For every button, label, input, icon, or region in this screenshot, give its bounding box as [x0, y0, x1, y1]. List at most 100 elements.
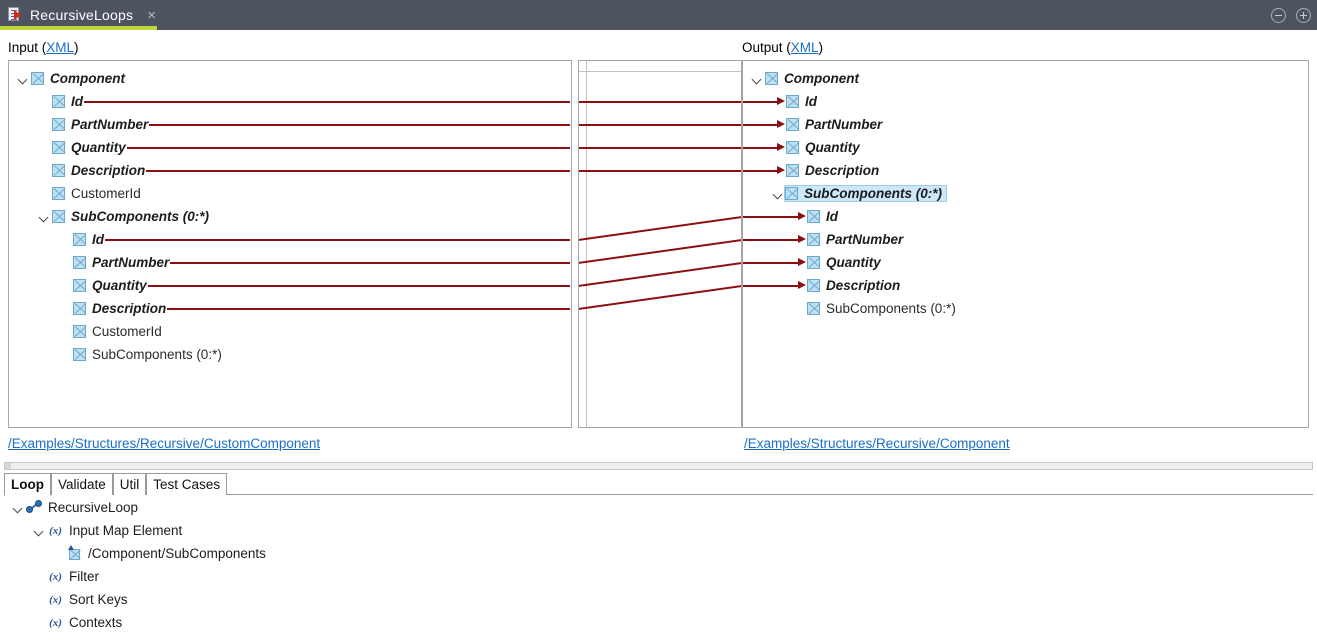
loop-tree-row[interactable]: (x)Filter: [0, 565, 99, 588]
tab-util[interactable]: Util: [112, 473, 147, 495]
input-tree-row-label: SubComponents (0:*): [92, 347, 222, 362]
editor-tab-recursiveloops[interactable]: RecursiveLoops ×: [0, 0, 157, 30]
chevron-down-icon[interactable]: [31, 523, 47, 539]
mapping-arrow-line: [743, 238, 799, 241]
active-tab-indicator: [0, 26, 157, 30]
input-panel-label: Input (XML): [8, 40, 79, 55]
mapping-line-segment: [126, 146, 570, 149]
tab-validate[interactable]: Validate: [51, 473, 113, 495]
mapping-arrow-head-icon: [798, 212, 806, 220]
maximize-icon[interactable]: [1296, 7, 1311, 23]
chevron-down-icon[interactable]: [36, 209, 52, 225]
input-tree-row-label: CustomerId: [92, 324, 162, 339]
tab-test-cases[interactable]: Test Cases: [146, 473, 228, 495]
output-row-content: Id: [786, 94, 817, 109]
output-tree-row-label: Description: [805, 163, 880, 178]
editor-tab-label: RecursiveLoops: [30, 7, 134, 23]
input-tree-row[interactable]: Quantity: [9, 274, 570, 297]
input-tree-row[interactable]: Component: [9, 67, 125, 90]
output-row-content: Description: [786, 163, 879, 178]
output-tree-row[interactable]: SubComponents (0:*): [743, 297, 956, 320]
output-tree-row-label: PartNumber: [826, 232, 904, 247]
function-fx-icon: (x): [49, 524, 62, 537]
output-tree-row[interactable]: Quantity: [743, 136, 860, 159]
mapping-connector-line[interactable]: [579, 169, 741, 172]
input-xml-link[interactable]: XML: [46, 40, 75, 55]
output-tree-row[interactable]: Component: [743, 67, 859, 90]
chevron-down-icon[interactable]: [15, 71, 31, 87]
output-tree-row[interactable]: Quantity: [743, 251, 881, 274]
output-row-content: Component: [765, 71, 859, 86]
mapping-arrow-head-icon: [777, 166, 785, 174]
chevron-down-icon[interactable]: [10, 500, 26, 516]
chevron-down-icon[interactable]: [749, 71, 765, 87]
tab-loop[interactable]: Loop: [4, 473, 51, 496]
input-tree-row[interactable]: SubComponents (0:*): [9, 343, 222, 366]
loop-tree-row[interactable]: /Component/SubComponents: [0, 542, 266, 565]
output-label-close-paren: ): [818, 40, 824, 55]
xml-element-icon: [786, 141, 799, 154]
input-tree-row[interactable]: CustomerId: [9, 182, 141, 205]
output-xml-link[interactable]: XML: [790, 40, 819, 55]
input-tree-row[interactable]: Quantity: [9, 136, 570, 159]
loop-tree-row-label: /Component/SubComponents: [88, 546, 266, 561]
output-tree-row-label: Quantity: [805, 140, 860, 155]
chevron-down-icon[interactable]: [770, 186, 786, 202]
mapping-line-segment: [147, 284, 570, 287]
xml-element-icon: [786, 164, 799, 177]
output-tree-row[interactable]: Description: [743, 159, 879, 182]
input-tree-row-label: PartNumber: [92, 255, 170, 270]
output-row-content: Quantity: [807, 255, 881, 270]
mapping-arrow-head-icon: [777, 120, 785, 128]
mapping-connector-line[interactable]: [579, 146, 741, 149]
xml-element-icon: [765, 72, 778, 85]
input-tree-row[interactable]: PartNumber: [9, 251, 570, 274]
mapping-grid-panel[interactable]: [578, 60, 742, 428]
loop-tree-row[interactable]: (x)Input Map Element: [0, 519, 182, 542]
output-tree-row[interactable]: SubComponents (0:*): [743, 182, 947, 205]
input-structure-path-link[interactable]: /Examples/Structures/Recursive/CustomCom…: [8, 436, 321, 451]
xml-element-icon: [785, 187, 798, 200]
mapping-line-segment: [167, 307, 570, 310]
xml-element-icon: [73, 325, 86, 338]
input-label-close-paren: ): [74, 40, 79, 55]
input-tree-row-label: Id: [71, 94, 83, 109]
output-tree-row[interactable]: PartNumber: [743, 113, 882, 136]
input-tree-row-label: PartNumber: [71, 117, 149, 132]
minimize-icon[interactable]: [1271, 7, 1286, 23]
tab-label: Test Cases: [153, 477, 221, 492]
input-tree-row[interactable]: CustomerId: [9, 320, 162, 343]
mapping-connector-line[interactable]: [579, 100, 741, 103]
mapping-line-segment: [149, 123, 570, 126]
loop-icon: [26, 500, 43, 515]
input-tree-row[interactable]: Description: [9, 159, 570, 182]
xml-element-icon: [807, 233, 820, 246]
horizontal-splitter[interactable]: [4, 462, 1313, 470]
mapping-arrow-head-icon: [798, 258, 806, 266]
input-tree-row[interactable]: SubComponents (0:*): [9, 205, 209, 228]
output-tree-row[interactable]: Id: [743, 205, 838, 228]
close-icon[interactable]: ×: [147, 6, 156, 24]
tab-label: Util: [119, 477, 140, 492]
mapping-connector-line[interactable]: [579, 123, 741, 126]
loop-tree-row[interactable]: RecursiveLoop: [0, 496, 138, 519]
output-structure-path-link[interactable]: /Examples/Structures/Recursive/Component: [744, 436, 1010, 451]
input-tree-row[interactable]: Id: [9, 90, 570, 113]
loop-tree-row[interactable]: (x)Contexts: [0, 611, 122, 634]
output-tree-row-label: Quantity: [826, 255, 881, 270]
xml-element-icon: [31, 72, 44, 85]
input-tree-row[interactable]: PartNumber: [9, 113, 570, 136]
output-tree-row[interactable]: Id: [743, 90, 817, 113]
output-tree-row[interactable]: Description: [743, 274, 900, 297]
input-tree-row[interactable]: Id: [9, 228, 570, 251]
output-tree-row-label: SubComponents (0:*): [804, 186, 942, 201]
xml-element-icon: [807, 210, 820, 223]
loop-tree-row[interactable]: (x)Sort Keys: [0, 588, 127, 611]
xml-element-icon: [786, 95, 799, 108]
loop-tree-row-label: RecursiveLoop: [48, 500, 139, 515]
output-tree-row[interactable]: PartNumber: [743, 228, 903, 251]
input-tree-row[interactable]: Description: [9, 297, 570, 320]
